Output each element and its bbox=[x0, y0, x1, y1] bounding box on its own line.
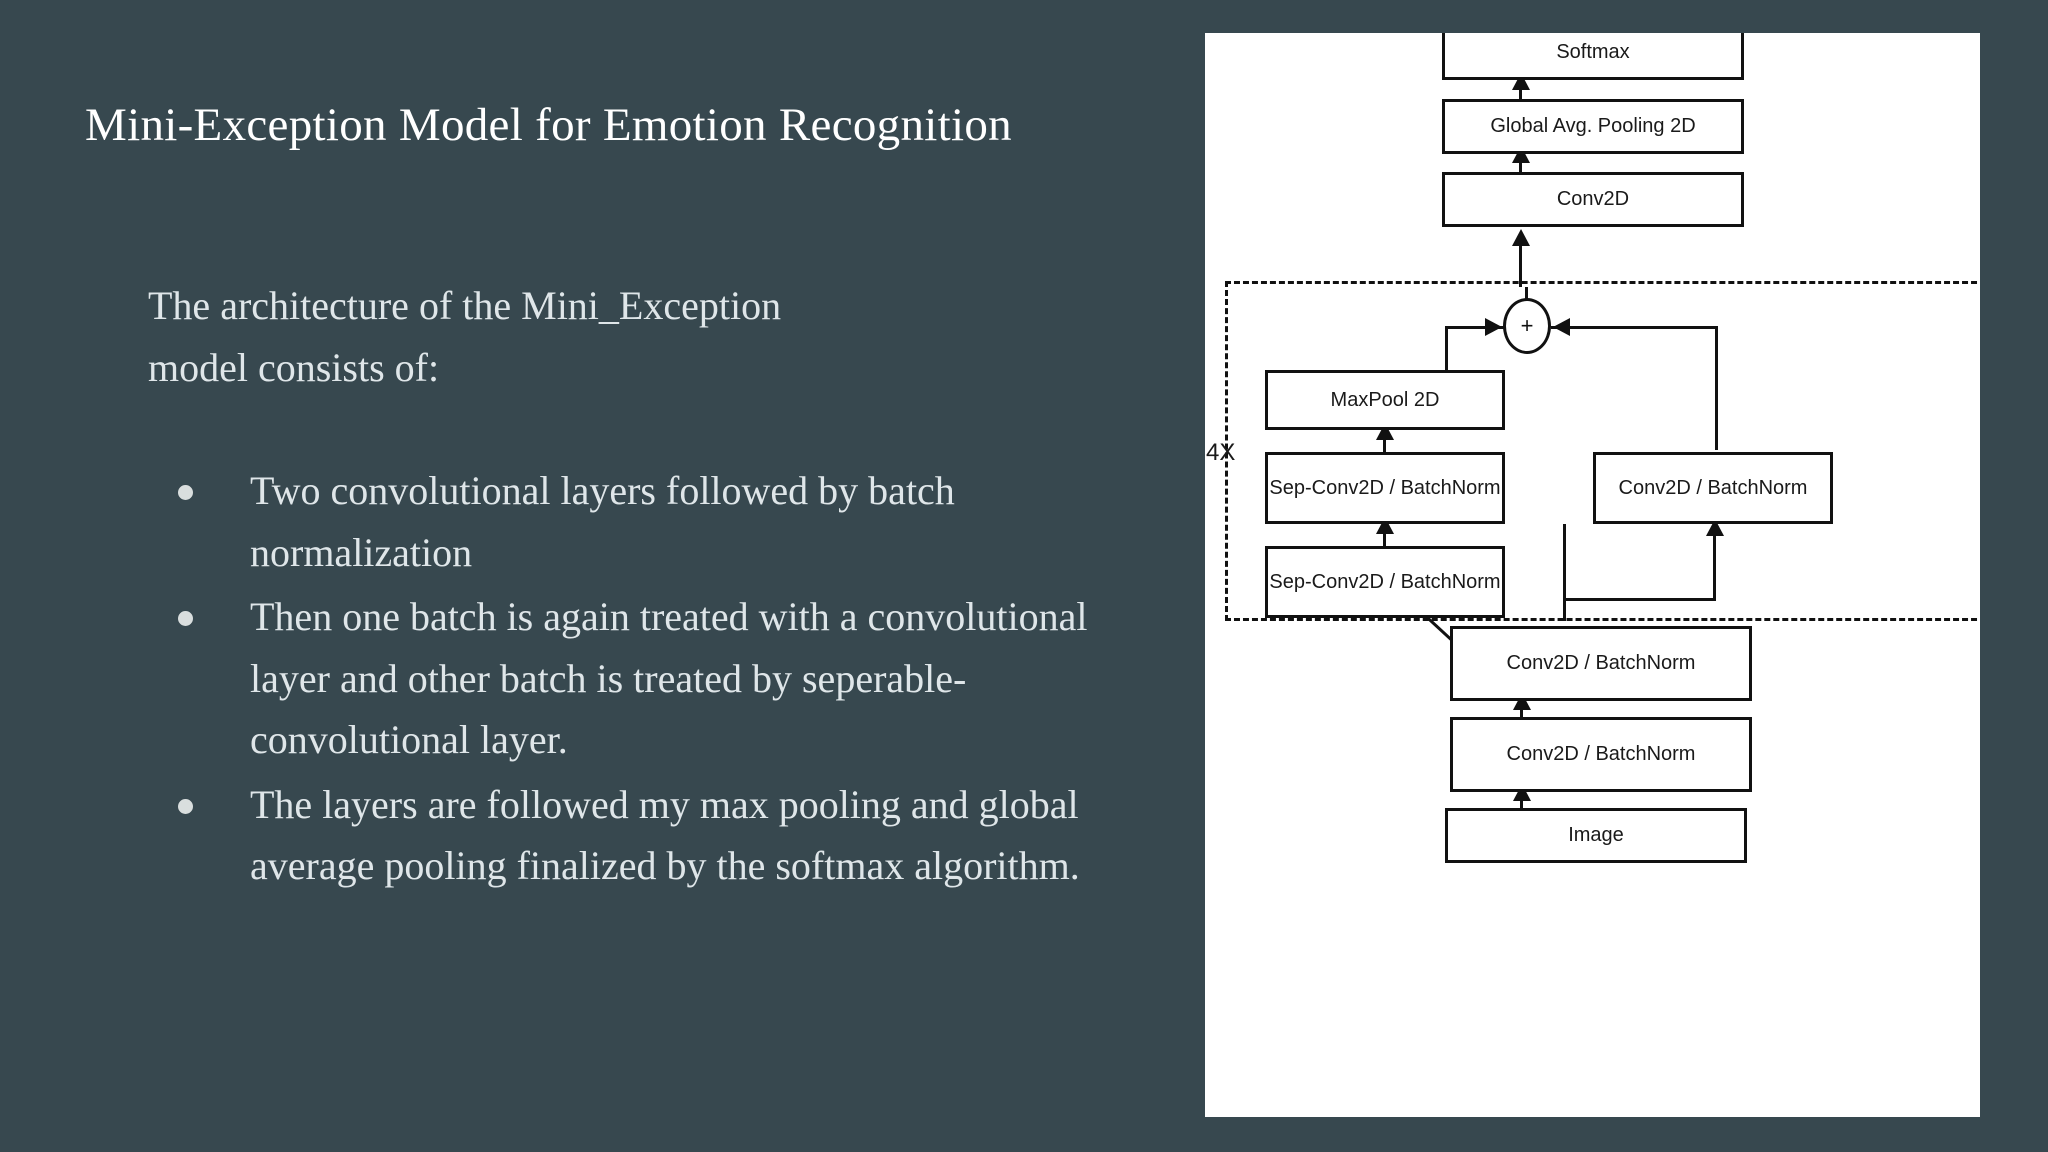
node-softmax-label: Softmax bbox=[1556, 41, 1630, 63]
arrowhead-right-conv-to-add-icon bbox=[1553, 318, 1570, 336]
list-item: Then one batch is again treated with a c… bbox=[168, 586, 1108, 771]
node-image-input: Image bbox=[1445, 808, 1747, 863]
wire-block-to-conv-top bbox=[1519, 245, 1522, 287]
bullet-dot-icon bbox=[178, 798, 193, 814]
architecture-diagram: 4X Softmax Global Avg. Pooling 2D Conv2D… bbox=[1205, 33, 1980, 1117]
node-maxpool-2d-label: MaxPool 2D bbox=[1330, 388, 1440, 411]
list-item: Two convolutional layers followed by bat… bbox=[168, 460, 1108, 583]
node-global-avg-pooling-label: Global Avg. Pooling 2D bbox=[1490, 115, 1696, 137]
repeat-count-label: 4X bbox=[1206, 439, 1236, 466]
node-sep-conv2d-batchnorm-lower: Sep-Conv2D / BatchNorm bbox=[1265, 546, 1505, 618]
list-item-label: Two convolutional layers followed by bat… bbox=[250, 468, 955, 575]
list-item-label: Then one batch is again treated with a c… bbox=[250, 594, 1088, 762]
bullet-list: Two convolutional layers followed by bat… bbox=[168, 460, 1108, 900]
wire-maxpool-to-add bbox=[1445, 326, 1517, 329]
wire-maxpool-riser bbox=[1445, 326, 1448, 371]
bullet-dot-icon bbox=[178, 485, 193, 500]
add-operation-symbol: + bbox=[1520, 313, 1534, 338]
wire-mid-to-right-conv-h bbox=[1563, 598, 1716, 601]
node-sep-conv2d-batchnorm-lower-label: Sep-Conv2D / BatchNorm bbox=[1269, 570, 1501, 593]
list-item-label: The layers are followed my max pooling a… bbox=[250, 781, 1080, 889]
wire-conv-bottom-to-mid bbox=[1520, 700, 1523, 728]
node-conv2d-batchnorm-mid-label: Conv2D / BatchNorm bbox=[1506, 652, 1696, 674]
wire-sepconv-to-maxpool bbox=[1383, 430, 1386, 458]
wire-sepconv-lower-to-upper bbox=[1383, 524, 1386, 552]
node-conv2d-batchnorm-right: Conv2D / BatchNorm bbox=[1593, 452, 1833, 524]
intro-line-1: The architecture of the Mini_Exception bbox=[148, 283, 782, 328]
node-maxpool-2d: MaxPool 2D bbox=[1265, 370, 1505, 430]
node-conv2d-batchnorm-right-label: Conv2D / BatchNorm bbox=[1618, 476, 1808, 499]
repeat-block-dashed-border bbox=[1225, 281, 1980, 621]
list-item: The layers are followed my max pooling a… bbox=[168, 774, 1108, 897]
add-operation-node: + bbox=[1503, 298, 1551, 354]
node-conv2d-top-label: Conv2D bbox=[1556, 188, 1630, 210]
bullet-dot-icon bbox=[178, 611, 193, 626]
wire-right-conv-riser bbox=[1715, 326, 1718, 450]
wire-right-conv-to-add bbox=[1551, 326, 1718, 329]
node-conv2d-top: Conv2D bbox=[1442, 172, 1744, 227]
node-image-input-label: Image bbox=[1568, 824, 1624, 846]
node-softmax: Softmax bbox=[1442, 33, 1744, 80]
node-sep-conv2d-batchnorm-upper-label: Sep-Conv2D / BatchNorm bbox=[1269, 476, 1501, 499]
arrowhead-block-to-conv-top-icon bbox=[1512, 229, 1530, 246]
intro-paragraph: The architecture of the Mini_Exception m… bbox=[148, 275, 1048, 399]
page-title: Mini-Exception Model for Emotion Recogni… bbox=[85, 99, 1012, 151]
wire-add-to-block-top bbox=[1525, 287, 1528, 301]
node-conv2d-batchnorm-bottom-label: Conv2D / BatchNorm bbox=[1506, 743, 1696, 765]
wire-gap-to-softmax bbox=[1519, 80, 1522, 112]
wire-conv-to-gap bbox=[1519, 153, 1522, 185]
wire-image-to-conv-bottom bbox=[1520, 791, 1523, 819]
wire-mid-to-right-conv-v2 bbox=[1713, 533, 1716, 601]
slide-text-column: Mini-Exception Model for Emotion Recogni… bbox=[85, 99, 1108, 900]
intro-line-2: model consists of: bbox=[148, 345, 440, 390]
node-conv2d-batchnorm-bottom: Conv2D / BatchNorm bbox=[1450, 717, 1752, 792]
node-global-avg-pooling: Global Avg. Pooling 2D bbox=[1442, 99, 1744, 154]
node-conv2d-batchnorm-mid: Conv2D / BatchNorm bbox=[1450, 626, 1752, 701]
node-sep-conv2d-batchnorm-upper: Sep-Conv2D / BatchNorm bbox=[1265, 452, 1505, 524]
wire-mid-to-right-conv-v1 bbox=[1563, 524, 1566, 621]
arrowhead-maxpool-to-add-icon bbox=[1485, 318, 1502, 336]
